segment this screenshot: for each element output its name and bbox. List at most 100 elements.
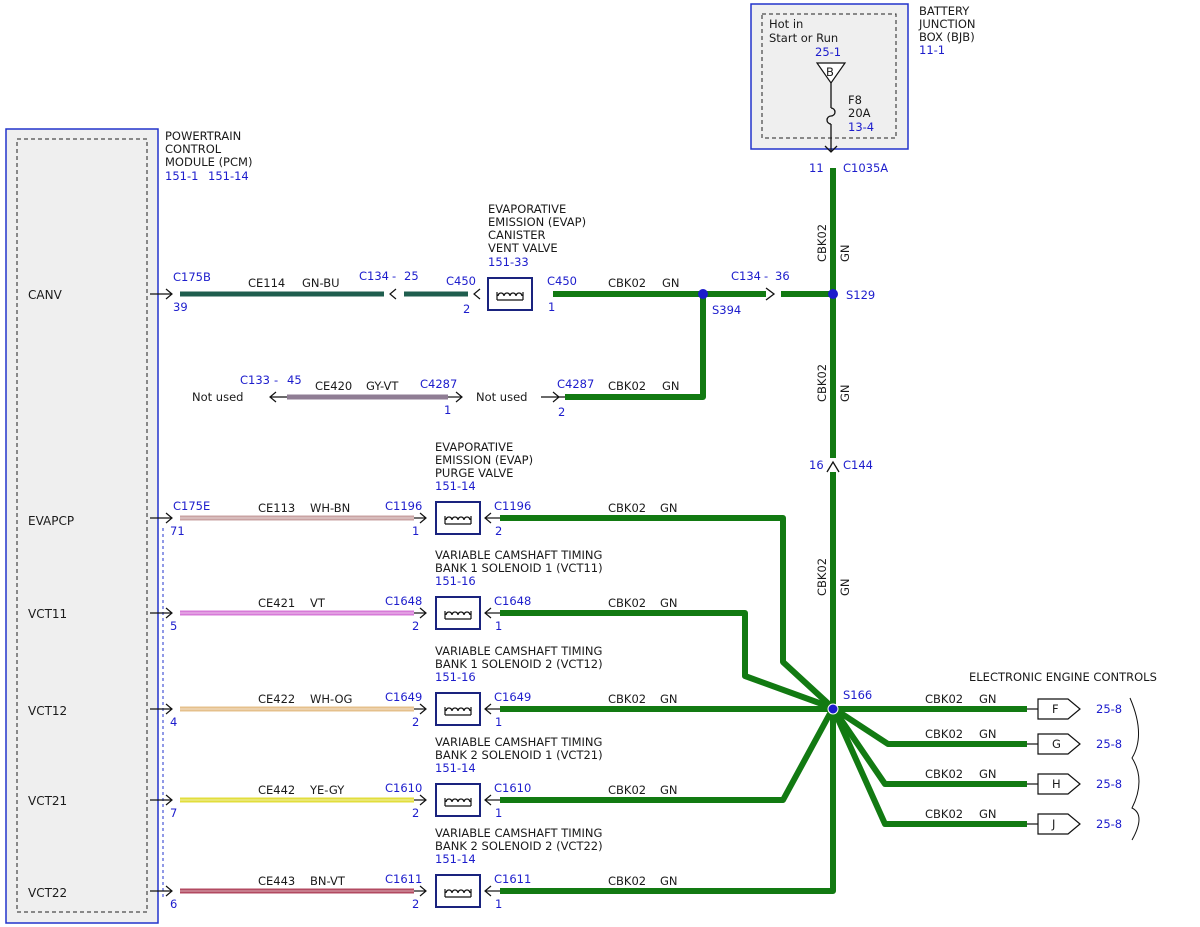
row-dev-conn-right: C1649	[494, 690, 531, 704]
row-dev-pin-left: 2	[412, 715, 419, 729]
unused-circuit: CE420	[315, 379, 352, 393]
pcm-arrow-icon	[165, 885, 173, 897]
c134-36-arrow-icon	[765, 287, 776, 301]
pcm-arrow-icon	[165, 607, 173, 619]
bjb-ref: 11-1	[919, 43, 945, 57]
eec-output-color: GN	[979, 727, 997, 741]
row-dev-conn-right: C1611	[494, 872, 531, 886]
row-dev-title: VARIABLE CAMSHAFT TIMING	[435, 826, 602, 840]
row-color: WH-OG	[310, 692, 352, 706]
row-dev-pin-right: 1	[495, 715, 502, 729]
eec-output-ref: 25-8	[1096, 817, 1122, 831]
row-canv: C175B 39 CE114 GN-BU C134 - 25 C450 2 C4…	[150, 202, 875, 317]
row-dev-pin-right: 1	[495, 806, 502, 820]
pcm-signal-vct21: VCT21	[28, 794, 67, 808]
row-dev-title: BANK 1 SOLENOID 2 (VCT12)	[435, 657, 603, 671]
canv-pcm-conn: C175B	[173, 270, 211, 284]
unused-color: GY-VT	[366, 379, 399, 393]
trunk-mid-color: GN	[838, 384, 852, 402]
row-dev-ref: 151-14	[435, 761, 476, 775]
splice-s166	[827, 703, 839, 715]
unused-gnd-color: GN	[662, 379, 680, 393]
row-gnd-color: GN	[660, 501, 678, 515]
bjb-title-1: BATTERY	[919, 4, 970, 18]
off-page-connector-icon	[1037, 773, 1081, 795]
row-dev-pin-left: 2	[412, 806, 419, 820]
fuse-rating: 20A	[848, 106, 871, 120]
bjb-hot-ref: 25-1	[815, 45, 841, 59]
canv-color: GN-BU	[302, 276, 340, 290]
bjb-conn-name: C1035A	[843, 161, 888, 175]
row-gnd-circuit: CBK02	[608, 596, 646, 610]
trunk-low-circuit: CBK02	[815, 558, 829, 596]
eec-output-color: GN	[979, 767, 997, 781]
evap-vent-valve-icon	[487, 277, 533, 311]
pcm-arrow-icon	[165, 512, 173, 524]
canv-inline-pin: 25	[404, 269, 419, 283]
row-circuit: CE443	[258, 874, 295, 888]
ground-c4287	[565, 294, 706, 400]
c144-pin: 16	[809, 458, 824, 472]
canv-mid-pin: 36	[775, 269, 790, 283]
ground-row-evapcp	[500, 515, 836, 711]
row-dev-title: VARIABLE CAMSHAFT TIMING	[435, 644, 602, 658]
pcm-signal-evapcp: EVAPCP	[28, 514, 74, 528]
pcm-ref-2: 151-14	[208, 169, 249, 183]
unused-left-conn: C133	[240, 373, 270, 387]
evap-vent-ref: 151-33	[488, 255, 529, 269]
eec-output-ref: 25-8	[1096, 702, 1122, 716]
bjb-conn-pin: 11	[809, 161, 824, 175]
eec-output-color: GN	[979, 807, 997, 821]
unused-gnd-circuit: CBK02	[608, 379, 646, 393]
pcm-title-2: CONTROL	[165, 142, 222, 156]
row-gnd-circuit: CBK02	[608, 692, 646, 706]
trunk-mid-circuit: CBK02	[815, 364, 829, 402]
ground-row-vct11	[500, 610, 835, 711]
row-dev-conn-left: C1648	[385, 594, 422, 608]
row-dev-title: BANK 1 SOLENOID 1 (VCT11)	[435, 561, 603, 575]
row-gnd-color: GN	[660, 596, 678, 610]
eec-output-circuit: CBK02	[925, 767, 963, 781]
device-left-arrow-icon	[419, 607, 427, 619]
device-left-arrow-icon	[419, 885, 427, 897]
c134-25-arrow-icon	[389, 288, 397, 300]
splice-s394-label: S394	[712, 303, 741, 317]
row-dev-ref: 151-14	[435, 479, 476, 493]
pcm-title-3: MODULE (PCM)	[165, 155, 252, 169]
row-pcm-pin: 6	[170, 897, 177, 911]
splice-s166-label: S166	[843, 688, 872, 702]
bjb-bus-letter: B	[826, 65, 834, 79]
row-dev-title: EVAPORATIVE	[435, 440, 513, 454]
eec-output-circuit: CBK02	[925, 727, 963, 741]
splice-s129	[828, 289, 838, 299]
row-color: YE-GY	[309, 783, 345, 797]
splice-s394	[698, 289, 708, 299]
eec-output-ref: 25-8	[1096, 737, 1122, 751]
canv-dev-pin-left: 2	[463, 302, 470, 316]
solenoid-coil-icon	[435, 501, 481, 535]
canv-circuit: CE114	[248, 276, 285, 290]
pcm-title-1: POWERTRAIN	[165, 129, 241, 143]
trunk-top-color: GN	[838, 244, 852, 262]
off-page-connector-icon	[1037, 733, 1081, 755]
row-pcm-pin: 71	[170, 524, 185, 538]
pcm-arrow-icon	[165, 288, 173, 300]
row-dev-ref: 151-16	[435, 670, 476, 684]
battery-junction-box: Hot in Start or Run 25-1 B F8 20A 13-4 B…	[750, 3, 976, 175]
fuse-ref: 13-4	[848, 120, 874, 134]
canv-mid-conn: C134	[731, 269, 761, 283]
c4287-left-arrow-icon	[455, 391, 463, 403]
row-dev-conn-left: C1196	[385, 499, 422, 513]
row-dev-ref: 151-14	[435, 852, 476, 866]
solenoid-coil-icon	[435, 692, 481, 726]
pcm-module: POWERTRAIN CONTROL MODULE (PCM) 151-1 15…	[5, 128, 252, 924]
canv-inline-dash: -	[392, 269, 396, 283]
row-gnd-circuit: CBK02	[608, 874, 646, 888]
pcm-inner-outline	[16, 138, 148, 913]
unused-pin: 1	[444, 403, 451, 417]
unused-left-pin: 45	[287, 373, 302, 387]
